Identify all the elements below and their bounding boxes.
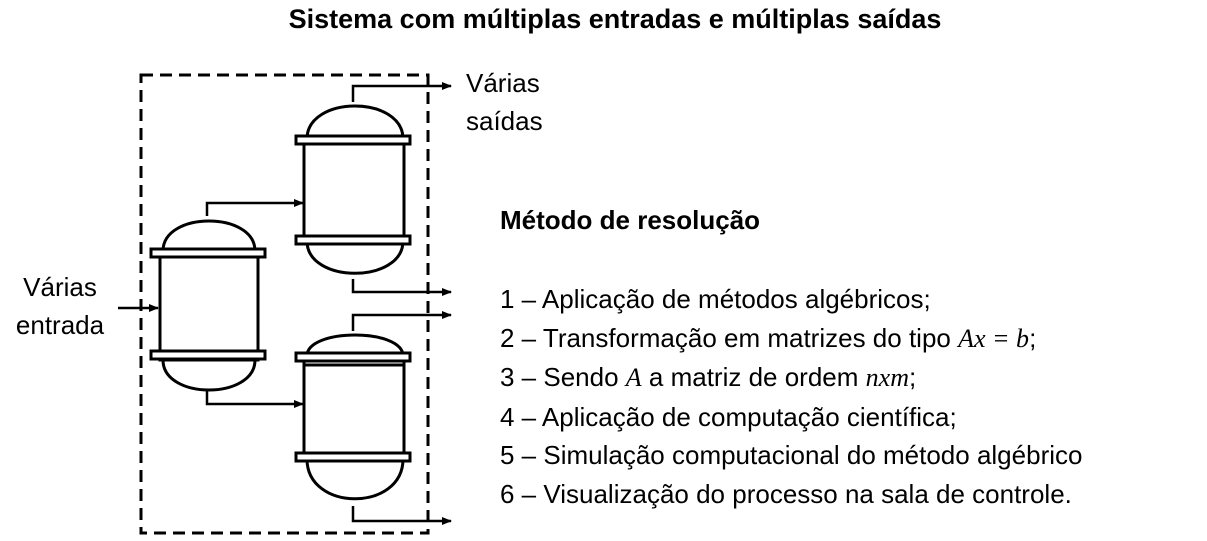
method-step-2-text: 2 – Transformação em matrizes do tipo — [500, 322, 959, 353]
method-step-3: 3 – Sendo A a matriz de ordem nxm; — [500, 358, 1082, 398]
method-steps-list: 1 – Aplicação de métodos algébricos; 2 –… — [500, 280, 1082, 513]
output-arrow-top — [351, 82, 452, 102]
method-step-3-middle: a matriz de ordem — [641, 362, 866, 392]
inputs-label: Várias entrada — [8, 268, 112, 344]
stream-left-to-top-reactor — [205, 199, 304, 216]
inputs-label-line2: entrada — [15, 310, 105, 340]
diagram-title: Sistema com múltiplas entradas e múltipl… — [288, 4, 942, 34]
inputs-label-line1: Várias — [23, 272, 97, 302]
output-arrow-lower — [351, 311, 452, 331]
method-step-5: 5 – Simulação computacional do método al… — [500, 440, 1083, 470]
method-step-3-order: nxm — [865, 363, 909, 392]
reactor-bottom-right — [294, 333, 412, 501]
outputs-label: Várias saídas — [466, 64, 543, 140]
stream-left-to-bottom-reactor — [205, 390, 304, 408]
method-step-3-punct: ; — [908, 362, 917, 392]
method-step-1: 1 – Aplicação de métodos algébricos; — [500, 284, 931, 314]
method-step-3-text: 3 – Sendo — [500, 362, 626, 392]
output-arrow-middle — [351, 279, 452, 296]
reactor-top-right — [294, 104, 412, 275]
method-step-3-matrix-symbol: A — [625, 363, 642, 392]
outputs-label-line2: saídas — [466, 106, 543, 136]
method-step-4: 4 – Aplicação de computação científica; — [500, 401, 957, 432]
method-step-2-punct: ; — [1029, 322, 1037, 353]
method-step-2: 2 – Transformação em matrizes do tipo Ax… — [500, 319, 1082, 359]
system-boundary — [139, 73, 430, 535]
method-heading: Método de resolução — [500, 205, 761, 235]
reactor-left — [149, 219, 267, 392]
method-step-2-equation: Ax = b — [958, 323, 1030, 353]
outputs-label-line1: Várias — [466, 68, 540, 98]
output-arrow-bottom — [351, 506, 452, 525]
method-step-6: 6 – Visualização do processo na sala de … — [500, 478, 1072, 509]
